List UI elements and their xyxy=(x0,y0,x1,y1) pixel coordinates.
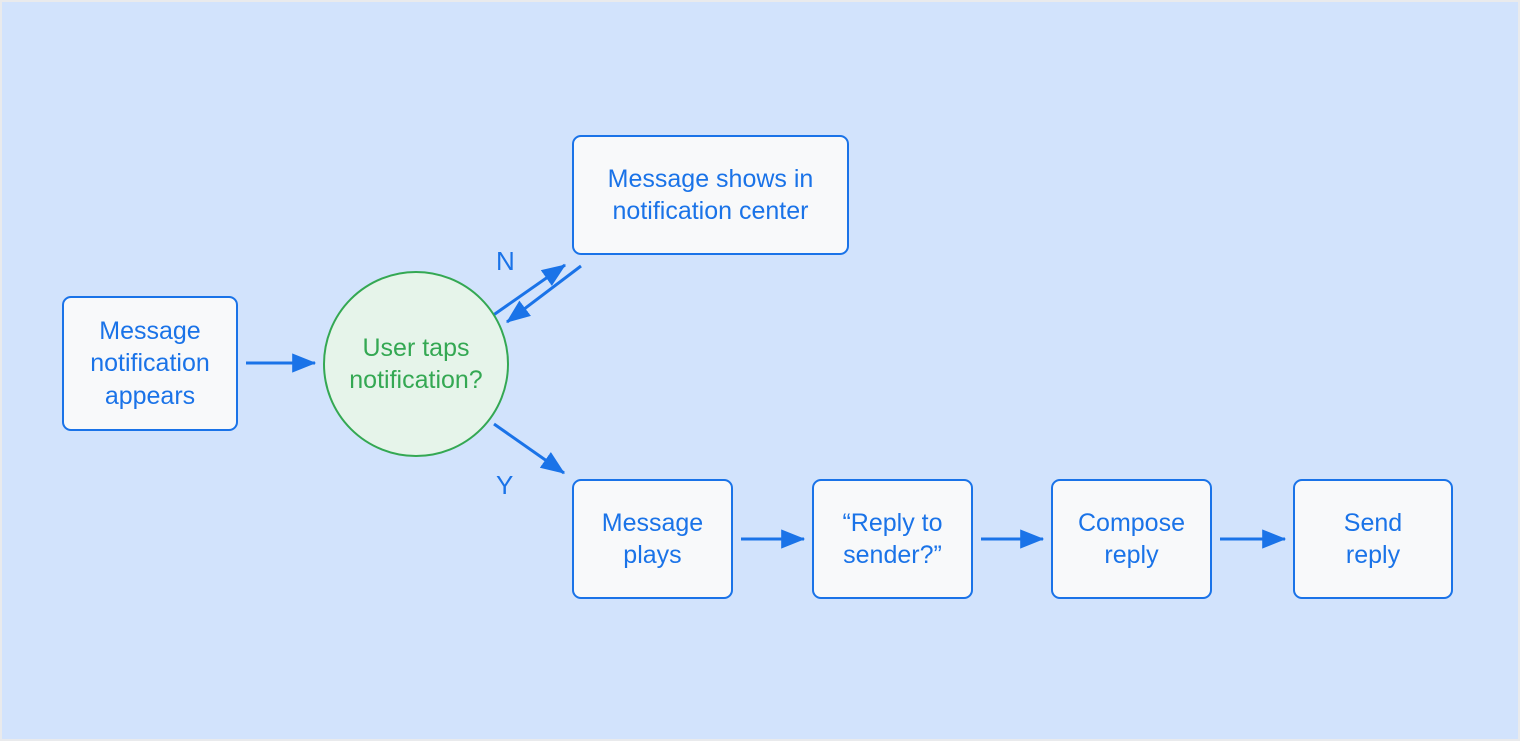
edge-label-yes: Y xyxy=(496,470,514,500)
node-reply-to-sender-question[interactable]: “Reply to sender?” xyxy=(812,479,973,599)
node-message-shows-in-notification-center[interactable]: Message shows in notification center xyxy=(572,135,849,255)
edge-notification-center-to-decision xyxy=(506,264,582,324)
edge-label-no: N xyxy=(496,246,515,276)
node-message-notification-appears[interactable]: Message notification appears xyxy=(62,296,238,431)
node-compose-reply[interactable]: Compose reply xyxy=(1051,479,1212,599)
edge-decision-to-notification-center xyxy=(491,263,566,318)
node-message-plays[interactable]: Message plays xyxy=(572,479,733,599)
node-send-reply[interactable]: Send reply xyxy=(1293,479,1453,599)
edge-decision-to-message-plays xyxy=(493,422,565,475)
node-user-taps-notification-decision[interactable]: User taps notification? xyxy=(323,271,509,457)
